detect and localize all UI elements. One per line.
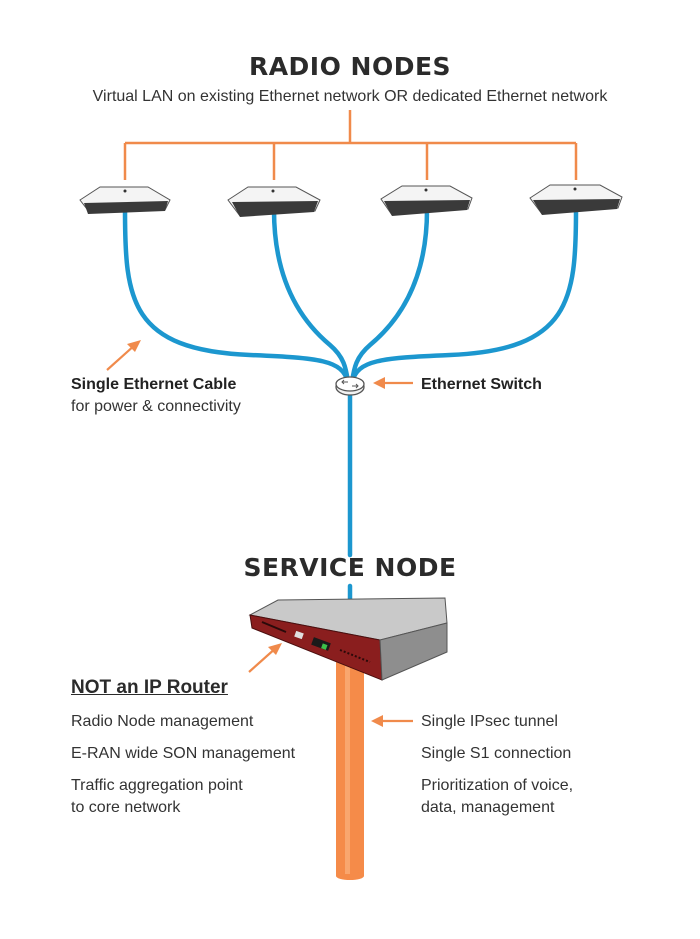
left-item-3: Traffic aggregation point xyxy=(71,777,243,794)
radio-nodes-subtitle: Virtual LAN on existing Ethernet network… xyxy=(92,88,608,105)
cable-label-title: Single Ethernet Cable xyxy=(71,376,237,393)
radio-node-3 xyxy=(380,185,473,216)
not-router-title: NOT an IP Router xyxy=(71,677,228,698)
right-item-3: Prioritization of voice, xyxy=(421,777,574,794)
radio-node-2 xyxy=(227,186,321,217)
tube-arrow-icon xyxy=(371,715,413,727)
radio-node-4 xyxy=(529,184,623,215)
service-node-device xyxy=(248,597,448,681)
ethernet-cables xyxy=(122,207,579,608)
backhaul-tube xyxy=(336,652,364,880)
vlan-bracket xyxy=(123,110,578,180)
left-item-1: Radio Node management xyxy=(71,713,254,730)
right-item-4: data, management xyxy=(421,799,555,816)
router-arrow-icon xyxy=(248,643,282,673)
service-node-title: SERVICE NODE xyxy=(243,553,457,582)
switch-arrow-icon xyxy=(373,377,413,389)
right-item-1: Single IPsec tunnel xyxy=(421,713,558,730)
switch-label: Ethernet Switch xyxy=(421,376,542,393)
right-item-2: Single S1 connection xyxy=(421,745,572,762)
radio-node-1 xyxy=(79,186,171,214)
left-item-2: E-RAN wide SON management xyxy=(71,745,296,762)
left-item-4: to core network xyxy=(71,799,181,816)
ethernet-switch-icon xyxy=(335,376,365,396)
cable-label-desc: for power & connectivity xyxy=(71,398,241,415)
radio-nodes-title: RADIO NODES xyxy=(248,52,452,81)
cable-arrow-icon xyxy=(106,340,141,371)
